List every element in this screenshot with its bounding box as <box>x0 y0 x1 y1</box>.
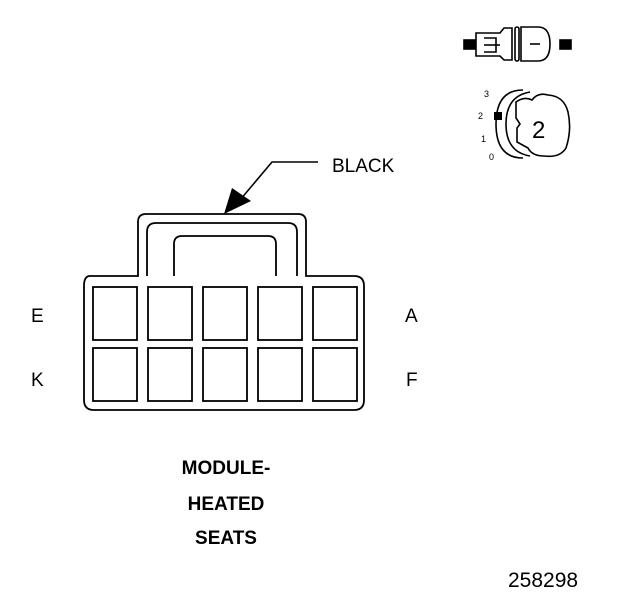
cavity <box>312 347 358 402</box>
key-position-icon: 3 2 1 0 2 <box>478 89 571 162</box>
connector-cavities <box>92 286 358 402</box>
pin-label-e: E <box>31 306 44 327</box>
title-line-1: MODULE- <box>182 458 271 479</box>
connector-color-label: BLACK <box>332 156 395 177</box>
connector-face <box>83 213 365 411</box>
title-line-3: SEATS <box>195 528 257 549</box>
key-position-label-2: 2 <box>478 111 483 121</box>
cavity <box>257 347 303 402</box>
cavity <box>312 286 358 341</box>
cavity <box>202 286 248 341</box>
connector-side-view-icon <box>463 26 572 62</box>
key-position-label-3: 3 <box>484 89 489 99</box>
pin-label-k: K <box>31 370 44 391</box>
key-number: 2 <box>532 117 545 144</box>
cavity <box>257 286 303 341</box>
pin-label-a: A <box>405 306 418 327</box>
cavity <box>202 347 248 402</box>
cavity <box>92 286 138 341</box>
cavity <box>92 347 138 402</box>
key-position-label-0: 0 <box>489 152 494 162</box>
cavity <box>147 347 193 402</box>
color-leader-arrow <box>224 161 318 214</box>
pin-label-f: F <box>406 370 418 391</box>
cavity <box>147 286 193 341</box>
title-line-2: HEATED <box>188 494 265 515</box>
key-position-label-1: 1 <box>481 134 486 144</box>
figure-number: 258298 <box>508 569 578 592</box>
